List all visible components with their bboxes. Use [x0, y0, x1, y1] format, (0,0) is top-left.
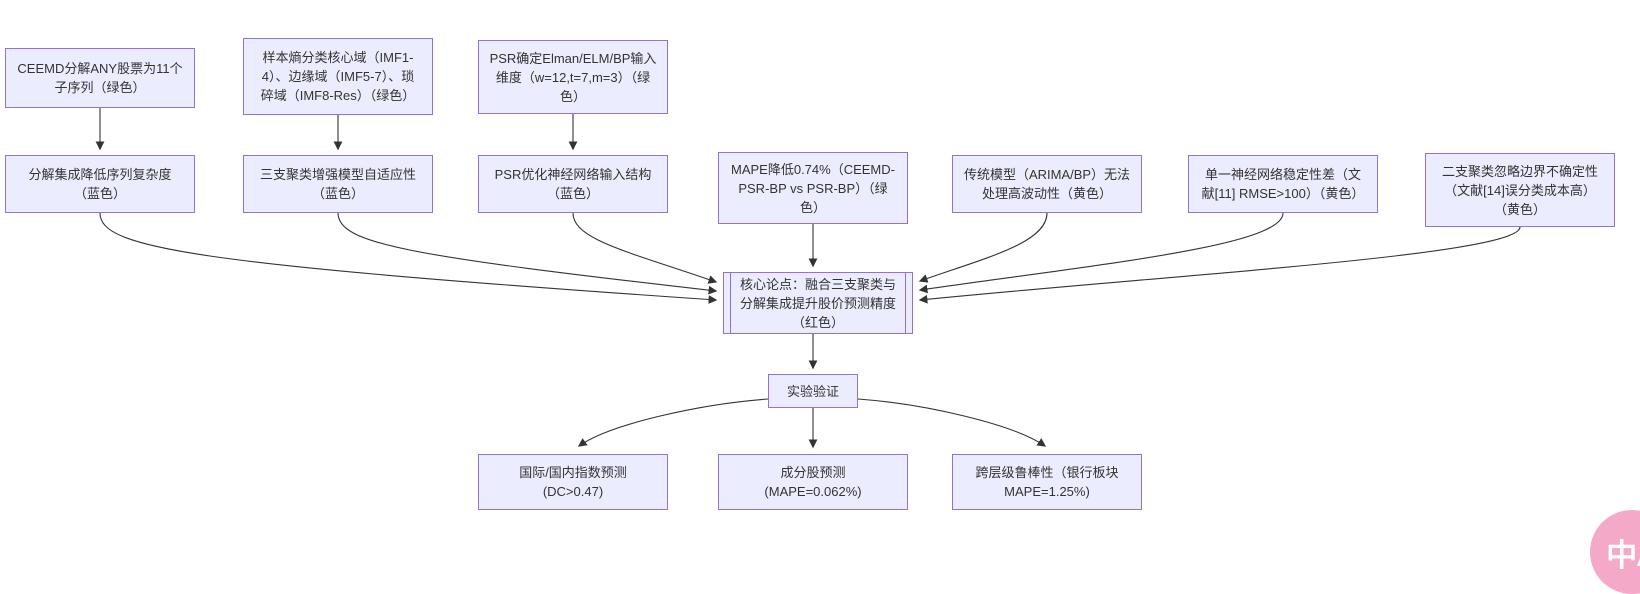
node-core-thesis: 核心论点：融合三支聚类与 分解集成提升股价预测精度 （红色） [723, 272, 913, 334]
edge-threeway-to-core [337, 212, 718, 295]
node-mape-evidence: MAPE降低0.74%（CEEMD- PSR-BP vs PSR-BP）（绿 色… [718, 152, 908, 224]
edge-psropt-to-core [572, 212, 718, 284]
node-index-prediction: 国际/国内指数预测 (DC>0.47) [478, 454, 668, 510]
flowchart-canvas: CEEMD分解ANY股票为11个 子序列（绿色） 样本熵分类核心域（IMF1- … [5, 38, 1640, 594]
node-robustness: 跨层级鲁棒性（银行板块 MAPE=1.25%) [952, 454, 1142, 510]
translate-button[interactable]: 中A [1590, 510, 1640, 594]
node-sample-entropy: 样本熵分类核心域（IMF1- 4）、边缘域（IMF5-7）、琐 碎域（IMF8-… [243, 38, 433, 115]
edge-experiment-to-index [577, 398, 769, 447]
edge-singlenn-to-core [918, 212, 1284, 294]
node-psr-dimension: PSR确定Elman/ELM/BP输入 维度（w=12,t=7,m=3）（绿 色… [478, 40, 668, 114]
node-constituent-prediction: 成分股预测 (MAPE=0.062%) [718, 454, 908, 510]
node-decomposition-benefit: 分解集成降低序列复杂度 （蓝色） [5, 155, 195, 213]
edge-experiment-to-robustness [857, 398, 1047, 447]
node-three-way-benefit: 三支聚类增强模型自适应性 （蓝色） [243, 155, 433, 213]
node-experiment-validation: 实验验证 [768, 374, 858, 408]
node-psr-benefit: PSR优化神经网络输入结构 （蓝色） [478, 155, 668, 213]
edge-twoway-to-core [918, 226, 1521, 304]
edge-traditional-to-core [918, 212, 1048, 283]
edge-decomposition-to-core [99, 212, 718, 304]
node-ceemd-decompose: CEEMD分解ANY股票为11个 子序列（绿色） [5, 48, 195, 108]
node-single-nn-limitation: 单一神经网络稳定性差（文 献[11] RMSE>100）（黄色） [1188, 155, 1378, 213]
node-two-way-limitation: 二支聚类忽略边界不确定性 （文献[14]误分类成本高） （黄色） [1425, 153, 1615, 227]
node-traditional-limitation: 传统模型（ARIMA/BP）无法 处理高波动性（黄色） [952, 155, 1142, 213]
